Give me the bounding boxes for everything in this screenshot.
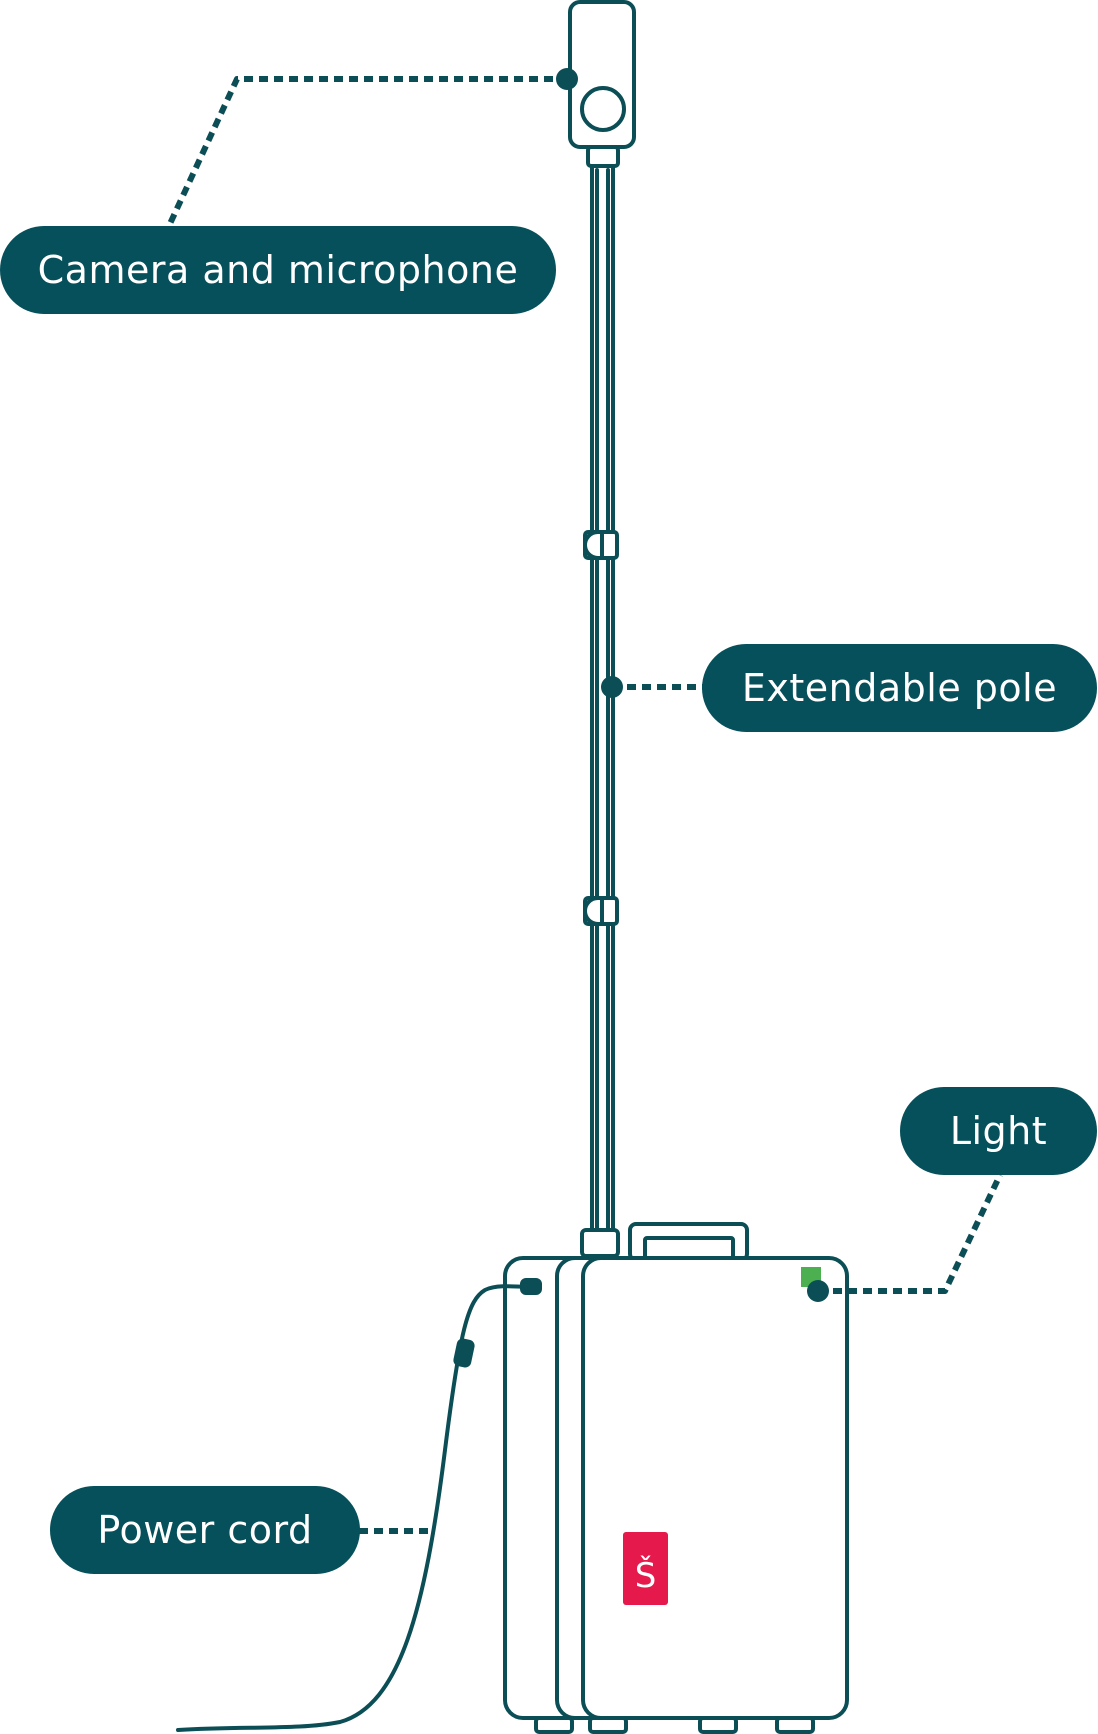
pole-base-clamp xyxy=(580,1228,620,1258)
camera-and-microphone-label: Camera and microphone xyxy=(0,226,556,314)
extendable-pole xyxy=(580,164,620,1258)
suitcase xyxy=(503,1222,849,1734)
camera-leader-dot xyxy=(556,68,578,90)
pole-leader-dot xyxy=(601,676,623,698)
light-leader-dot xyxy=(807,1280,829,1302)
leader-lines xyxy=(165,76,1003,1534)
light-label: Light xyxy=(900,1087,1097,1175)
pole-clamp-upper xyxy=(583,530,619,560)
pole-clamp-lower xyxy=(583,896,619,926)
camera-unit xyxy=(568,0,636,168)
brand-logo-letter: Š xyxy=(635,1555,657,1596)
extendable-pole-label: Extendable pole xyxy=(702,644,1097,732)
light-leader xyxy=(818,1173,1003,1294)
power-cord-label: Power cord xyxy=(50,1486,360,1574)
camera-leader xyxy=(165,76,568,230)
power-cord xyxy=(176,1278,542,1732)
brand-logo: Š xyxy=(623,1532,668,1605)
